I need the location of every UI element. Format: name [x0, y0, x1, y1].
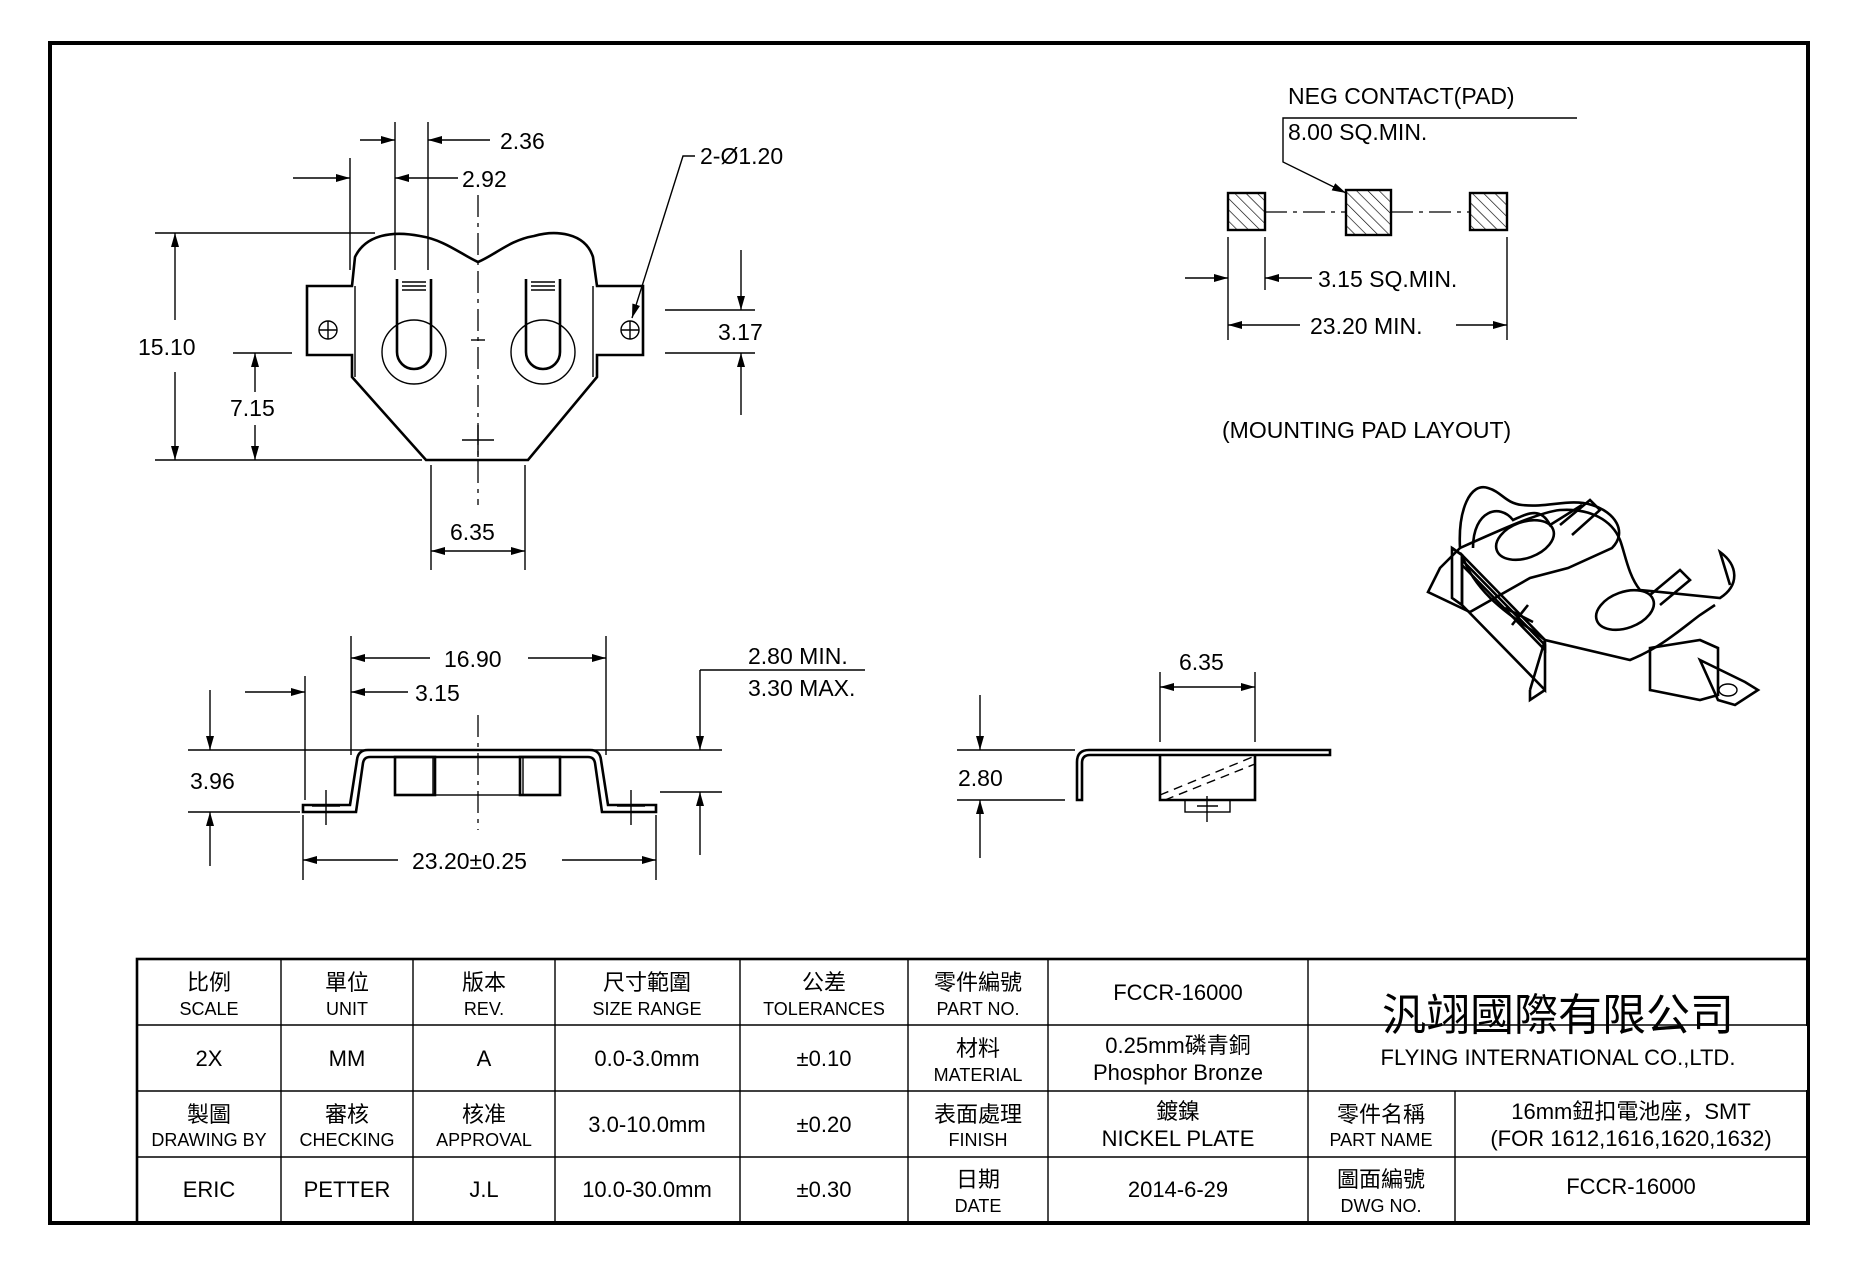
drawing-by-en: DRAWING BY: [151, 1130, 266, 1150]
header-unit-en: UNIT: [326, 999, 368, 1019]
part-no-zh: 零件編號: [934, 970, 1022, 995]
hole-callout: 2-Ø1.20: [700, 143, 783, 169]
range-1: 0.0-3.0mm: [594, 1046, 699, 1071]
finish-value-zh: 鍍鎳: [1156, 1099, 1200, 1124]
rev-value: A: [477, 1046, 492, 1071]
checking-en: CHECKING: [299, 1130, 394, 1150]
dim-3-15: 3.15: [415, 680, 460, 706]
dim-2-80-min: 2.80 MIN.: [748, 643, 848, 669]
tolerance-3: ±0.30: [797, 1177, 852, 1202]
tolerance-2: ±0.20: [797, 1112, 852, 1137]
dim-7-15: 7.15: [230, 395, 275, 421]
part-name-value-1: 16mm鈕扣電池座，SMT: [1511, 1099, 1751, 1124]
part-no-value: FCCR-16000: [1113, 980, 1243, 1005]
drawn-by-name: ERIC: [183, 1177, 236, 1202]
dim-15-10: 15.10: [138, 334, 196, 360]
neg-contact-label: NEG CONTACT(PAD): [1288, 83, 1515, 109]
header-size-range-zh: 尺寸範圍: [603, 970, 691, 995]
dwg-no-value: FCCR-16000: [1566, 1174, 1696, 1199]
pad-layout-caption: (MOUNTING PAD LAYOUT): [1222, 417, 1511, 443]
front-view: 16.90 3.15 3.96 2.80 MIN. 3.30 MAX. 23.2…: [188, 636, 865, 880]
company-name-zh: 汎翊國際有限公司: [1382, 990, 1734, 1041]
dwg-no-en: DWG NO.: [1341, 1196, 1422, 1216]
part-no-en: PART NO.: [936, 999, 1019, 1019]
dim-3-96: 3.96: [190, 768, 235, 794]
checking-zh: 審核: [325, 1102, 369, 1127]
dim-16-90: 16.90: [444, 646, 502, 672]
dim-side-2-80: 2.80: [958, 765, 1003, 791]
header-scale-en: SCALE: [179, 999, 238, 1019]
header-unit-zh: 單位: [325, 970, 369, 995]
finish-zh: 表面處理: [934, 1102, 1022, 1127]
company-name-en: FLYING INTERNATIONAL CO.,LTD.: [1381, 1045, 1736, 1070]
date-value: 2014-6-29: [1128, 1177, 1228, 1202]
sq-min-3-label: 3.15 SQ.MIN.: [1318, 266, 1457, 292]
drawing-by-zh: 製圖: [187, 1102, 231, 1127]
dim-3-17: 3.17: [718, 319, 763, 345]
top-view: 2.36 2.92 2-Ø1.20 15.10 7.15 3.17 6.35: [138, 122, 783, 570]
dwg-no-zh: 圖面編號: [1337, 1167, 1425, 1192]
approved-by-name: J.L: [469, 1177, 498, 1202]
pad-layout: NEG CONTACT(PAD) 8.00 SQ.MIN. 3.15 SQ.MI…: [1185, 83, 1577, 443]
tolerance-1: ±0.10: [797, 1046, 852, 1071]
part-name-zh: 零件名稱: [1337, 1102, 1425, 1127]
material-en: MATERIAL: [934, 1065, 1023, 1085]
dim-side-6-35: 6.35: [1179, 649, 1224, 675]
finish-value-en: NICKEL PLATE: [1102, 1126, 1255, 1151]
header-rev-zh: 版本: [462, 970, 506, 995]
title-block: 比例 SCALE 單位 UNIT 版本 REV. 尺寸範圍 SIZE RANGE…: [135, 957, 1810, 1225]
dim-3-30-max: 3.30 MAX.: [748, 675, 855, 701]
dim-6-35: 6.35: [450, 519, 495, 545]
approval-zh: 核准: [462, 1102, 506, 1127]
range-3: 10.0-30.0mm: [582, 1177, 712, 1202]
range-2: 3.0-10.0mm: [588, 1112, 705, 1137]
date-zh: 日期: [956, 1167, 1000, 1192]
date-en: DATE: [955, 1196, 1002, 1216]
header-scale-zh: 比例: [187, 970, 231, 995]
unit-value: MM: [329, 1046, 366, 1071]
material-value-zh: 0.25mm磷青銅: [1105, 1033, 1250, 1058]
part-name-en: PART NAME: [1329, 1130, 1432, 1150]
dim-2-92: 2.92: [462, 166, 507, 192]
header-size-range-en: SIZE RANGE: [592, 999, 701, 1019]
header-tolerances-en: TOLERANCES: [763, 999, 885, 1019]
isometric-view: [1426, 485, 1761, 707]
material-zh: 材料: [956, 1036, 1000, 1061]
header-rev-en: REV.: [464, 999, 504, 1019]
dim-23-20: 23.20±0.25: [412, 848, 527, 874]
side-view: 6.35 2.80: [957, 649, 1332, 858]
material-value-en: Phosphor Bronze: [1093, 1060, 1263, 1085]
part-name-value-2: (FOR 1612,1616,1620,1632): [1490, 1126, 1771, 1151]
checked-by-name: PETTER: [304, 1177, 391, 1202]
scale-value: 2X: [196, 1046, 223, 1071]
finish-en: FINISH: [948, 1130, 1007, 1150]
dim-2-36: 2.36: [500, 128, 545, 154]
min-23-label: 23.20 MIN.: [1310, 313, 1423, 339]
sq-min-8-label: 8.00 SQ.MIN.: [1288, 119, 1427, 145]
header-tolerances-zh: 公差: [802, 970, 846, 995]
approval-en: APPROVAL: [436, 1130, 532, 1150]
